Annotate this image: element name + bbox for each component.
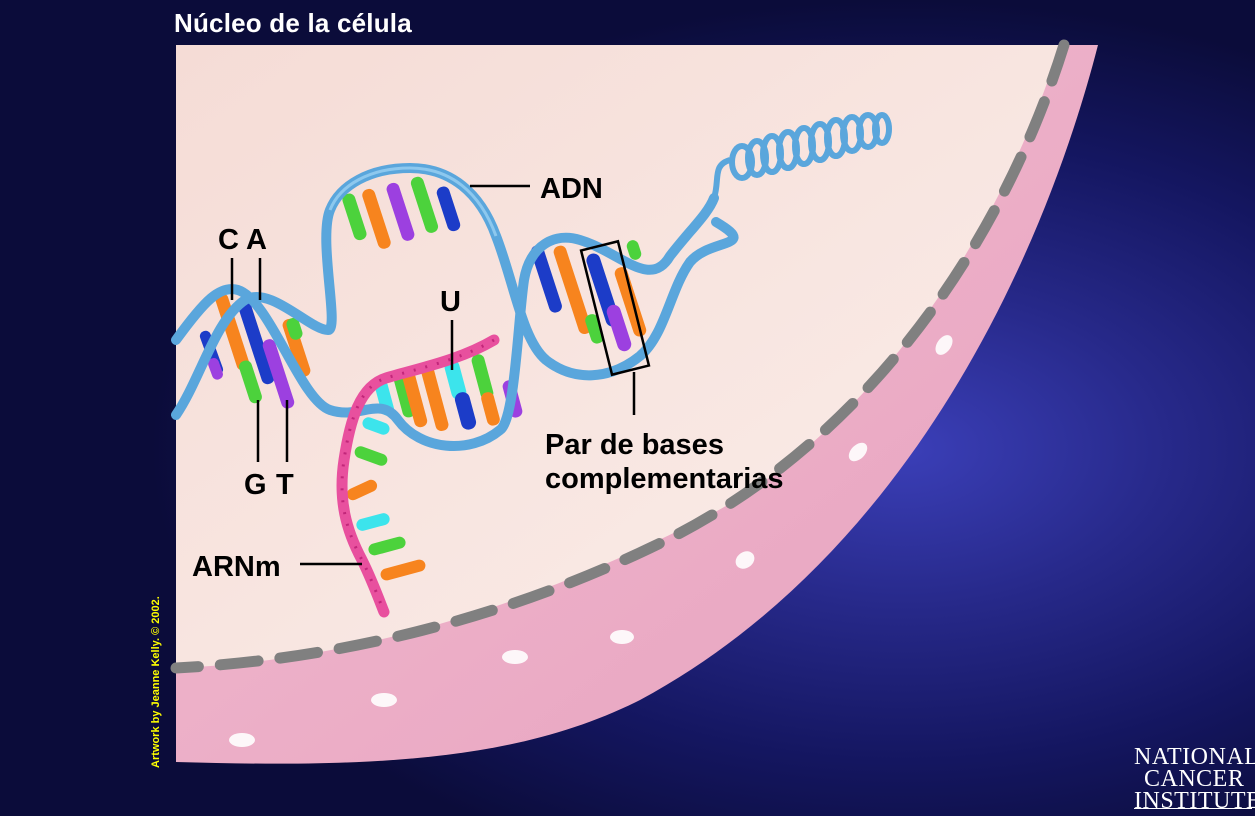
nci-logo: NATIONAL® CANCER INSTITUTE [1134,742,1252,812]
nci-logo-line2: CANCER [1134,768,1252,790]
label-t: T [276,469,294,501]
label-mrna: ARNm [192,551,281,583]
artwork-credit: Artwork by Jeanne Kelly. © 2002. [150,578,168,768]
label-u: U [440,286,461,318]
label-base-pair-line1: Par de bases [545,429,724,461]
label-c: C [218,224,239,256]
label-g: G [244,469,267,501]
nci-logo-rule [1134,808,1252,809]
label-dna: ADN [540,173,603,205]
label-base-pair-line2: complementarias [545,463,784,495]
label-a: A [246,224,267,256]
nci-logo-line1: NATIONAL® [1134,742,1252,768]
